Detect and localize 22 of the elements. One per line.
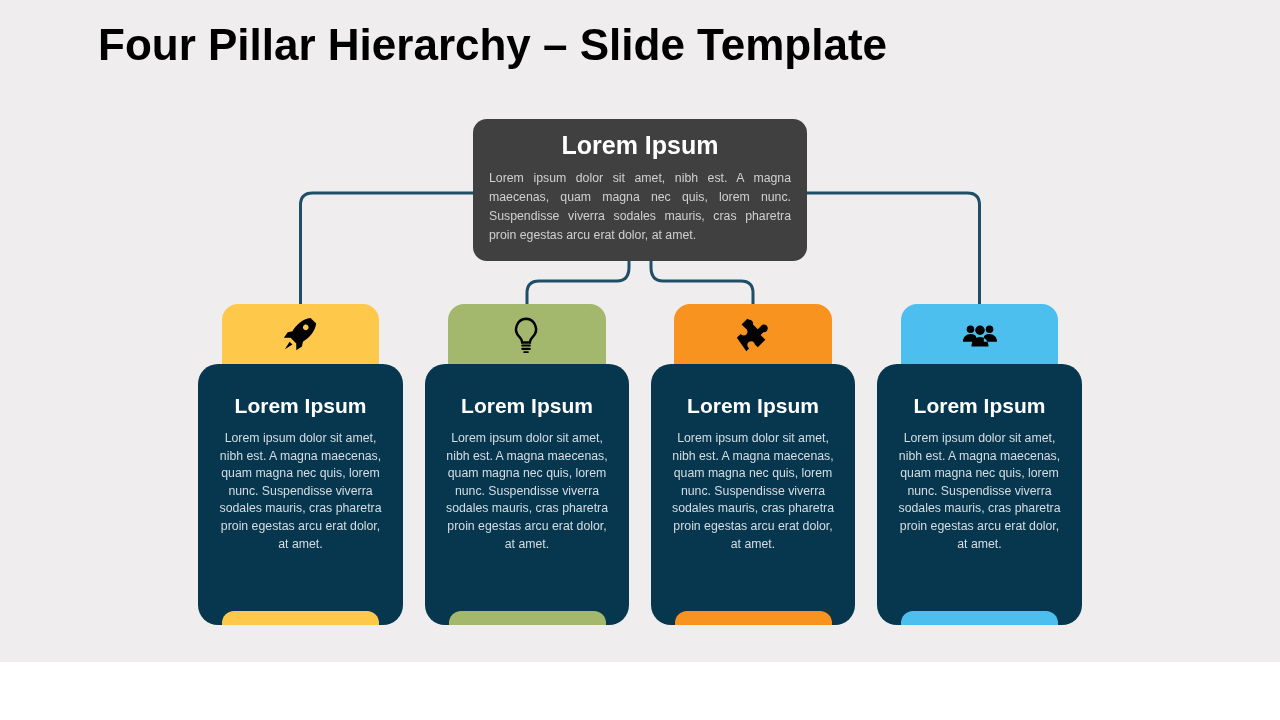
slide-title: Four Pillar Hierarchy – Slide Template [98, 20, 887, 70]
icon-tab [674, 304, 832, 365]
pillar-card [877, 364, 1082, 625]
connector-line [807, 191, 981, 304]
heading: Lorem Ipsum [460, 394, 594, 418]
body-text: Lorem ipsum dolor sit amet, nibh est. A magna maecenas, quam magna nec quis, lorem nunc. Suspendisse viverra sodales mauris, cras pharetra proin egestas arcu erat dolor, at amet. [445, 430, 609, 553]
body-text: Lorem ipsum dolor sit amet, nibh est. A magna maecenas, quam magna nec quis, lorem nunc. Suspendisse viverra sodales mauris, cras pharetra proin egestas arcu erat dolor, at amet. [218, 430, 383, 553]
heading: Lorem Ipsum [560, 131, 720, 160]
heading: Lorem Ipsum [233, 394, 368, 418]
icon-tab [448, 304, 606, 365]
heading: Lorem Ipsum [912, 394, 1047, 418]
pillar-card [198, 364, 403, 625]
icon-tab [222, 304, 379, 365]
pillar-card [425, 364, 629, 625]
summary-box [473, 119, 807, 261]
connector-line [299, 191, 473, 304]
body-text: Lorem ipsum dolor sit amet, nibh est. A magna maecenas, quam magna nec quis, lorem nunc. Suspendisse viverra sodales mauris, cras pharetra proin egestas arcu erat dolor, at amet. [671, 430, 835, 553]
pillar-card [651, 364, 855, 625]
icon-tab [901, 304, 1058, 365]
body-text: Lorem ipsum dolor sit amet, nibh est. A magna maecenas, quam magna nec quis, lorem nunc. Suspendisse viverra sodales mauris, cras pharetra proin egestas arcu erat dolor, at amet. [489, 170, 791, 244]
body-text: Lorem ipsum dolor sit amet, nibh est. A magna maecenas, quam magna nec quis, lorem nunc. Suspendisse viverra sodales mauris, cras pharetra proin egestas arcu erat dolor, at amet. [897, 430, 1062, 553]
heading: Lorem Ipsum [686, 394, 820, 418]
